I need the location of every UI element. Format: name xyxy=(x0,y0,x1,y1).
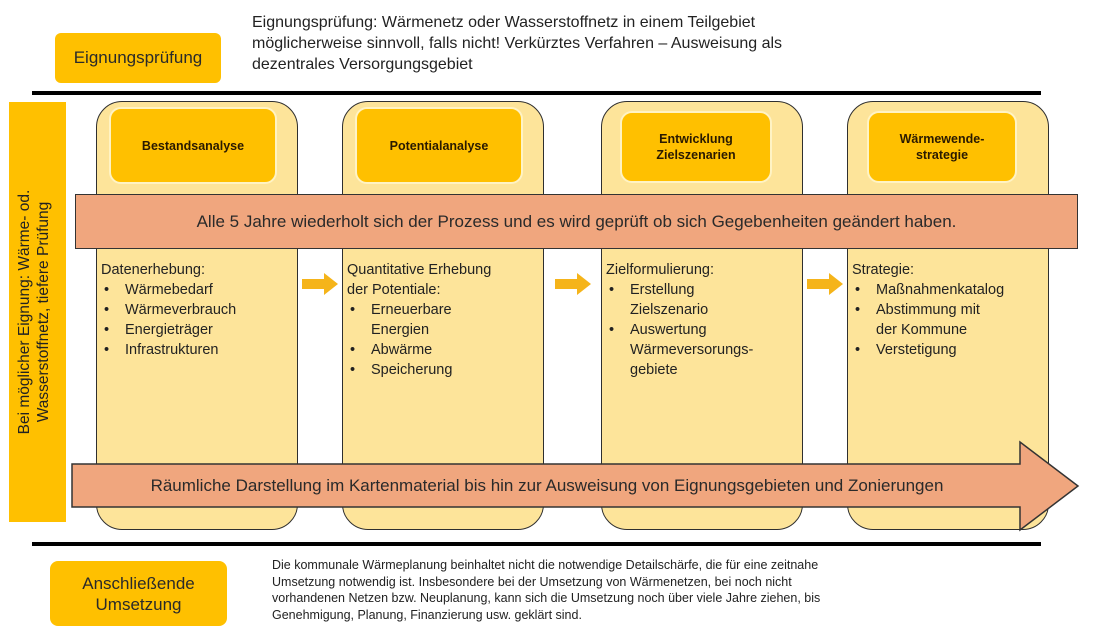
cycle-band: Alle 5 Jahre wiederholt sich der Prozess… xyxy=(75,194,1078,249)
column-header-waermewendestrategie: Wärmewende- strategie xyxy=(867,111,1017,183)
umsetzung-description: Die kommunale Wärmeplanung beinhaltet ni… xyxy=(272,557,992,623)
bottom-divider xyxy=(32,542,1041,546)
column-body-zielszenarien: Zielformulierung: ErstellungZielszenario… xyxy=(606,260,802,380)
column-intro: Datenerhebung: xyxy=(101,262,205,278)
column-title-line: Zielszenarien xyxy=(656,148,736,162)
column-header-potentialanalyse: Potentialanalyse xyxy=(355,107,523,184)
side-label-line: Bei möglicher Eignung: Wärme- od. xyxy=(16,189,33,435)
side-label-box: Bei möglicher Eignung: Wärme- od. Wasser… xyxy=(9,102,66,522)
column-body-potentialanalyse: Quantitative Erhebung der Potentiale: Er… xyxy=(347,260,543,380)
column-title-line: Entwicklung xyxy=(659,132,733,146)
eignungspruefung-tag-label: Eignungsprüfung xyxy=(73,48,203,67)
side-label-text: Bei möglicher Eignung: Wärme- od. Wasser… xyxy=(15,112,53,512)
list-item: Energieträger xyxy=(101,320,297,340)
arrow-right-icon xyxy=(555,273,591,295)
spatial-arrow-text: Räumliche Darstellung im Kartenmaterial … xyxy=(72,464,1022,507)
umsetzung-tag: Anschließende Umsetzung xyxy=(50,561,227,626)
list-item: Abwärme xyxy=(347,340,543,360)
list-item: Wärmeverbrauch xyxy=(101,300,297,320)
umsetzung-tag-line: Umsetzung xyxy=(95,594,182,614)
description-line: vorhandenen Netzen bzw. Neuplanung, kann… xyxy=(272,591,821,605)
column-body-waermewendestrategie: Strategie: Maßnahmenkatalog Abstimmung m… xyxy=(852,260,1048,360)
column-body-bestandsanalyse: Datenerhebung: Wärmebedarf Wärmeverbrauc… xyxy=(101,260,297,360)
arrow-right-icon xyxy=(302,273,338,295)
column-header-bestandsanalyse: Bestandsanalyse xyxy=(109,107,277,184)
column-title-line: Potentialanalyse xyxy=(389,138,489,153)
description-line: Umsetzung notwendig ist. Insbesondere be… xyxy=(272,574,792,589)
list-item: Speicherung xyxy=(347,360,543,380)
column-title-line: Wärmewende- xyxy=(899,132,985,146)
column-intro: der Potentiale: xyxy=(347,282,441,298)
list-item: Maßnahmenkatalog xyxy=(852,280,1048,300)
column-header-zielszenarien: Entwicklung Zielszenarien xyxy=(620,111,772,183)
column-intro: Strategie: xyxy=(852,262,915,278)
list-item: Infrastrukturen xyxy=(101,340,297,360)
description-line: Genehmigung, Planung, Finanzierung usw. … xyxy=(272,607,582,622)
column-intro: Quantitative Erhebung xyxy=(347,262,492,278)
column-title-line: Bestandsanalyse xyxy=(141,138,245,153)
list-item: Wärmebedarf xyxy=(101,280,297,300)
cycle-band-text: Alle 5 Jahre wiederholt sich der Prozess… xyxy=(196,211,957,231)
list-item: Verstetigung xyxy=(852,340,1048,360)
eignungspruefung-tag: Eignungsprüfung xyxy=(55,33,221,83)
description-line: Eignungsprüfung: Wärmenetz oder Wasserst… xyxy=(252,14,756,31)
description-line: möglicherweise sinnvoll, falls nicht! Ve… xyxy=(252,35,783,52)
description-line: dezentrales Versorgungsgebiet xyxy=(252,56,473,73)
spatial-band-text: Räumliche Darstellung im Kartenmaterial … xyxy=(150,475,944,495)
top-divider xyxy=(32,91,1041,95)
eignungspruefung-description: Eignungsprüfung: Wärmenetz oder Wasserst… xyxy=(252,12,972,75)
arrow-right-icon xyxy=(807,273,843,295)
column-intro: Zielformulierung: xyxy=(606,262,714,278)
umsetzung-tag-line: Anschließende xyxy=(82,573,195,593)
side-label-line: Wasserstoffnetz, tiefere Prüfung xyxy=(35,201,52,423)
spatial-arrow-band xyxy=(71,440,1080,532)
description-line: Die kommunale Wärmeplanung beinhaltet ni… xyxy=(272,558,819,572)
column-title-line: strategie xyxy=(915,148,969,162)
